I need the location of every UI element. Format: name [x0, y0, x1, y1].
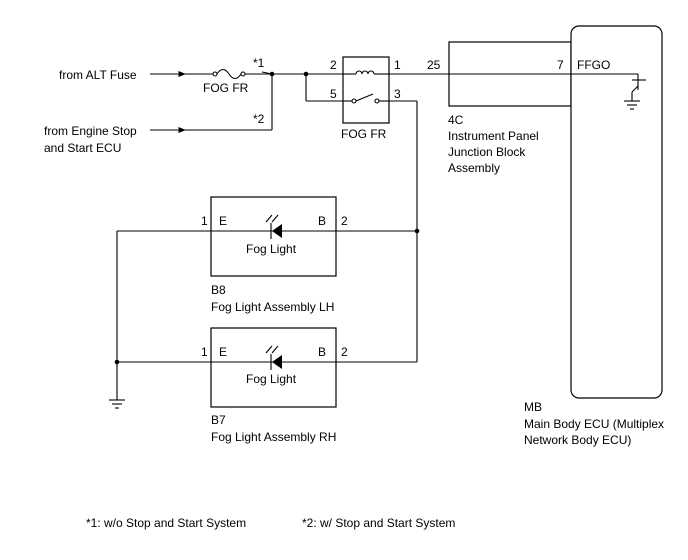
fog-lh-label: Fog Light: [246, 242, 297, 256]
fog-lh-led-icon: [265, 214, 282, 239]
fog-lh-name: Fog Light Assembly LH: [211, 300, 334, 314]
fog-rh-led-icon: [265, 345, 282, 370]
fog-lh-pin-e: E: [219, 214, 227, 228]
fog-rh-pin-e: E: [219, 345, 227, 359]
engine-stop-label-2: and Start ECU: [44, 141, 121, 155]
fog-rh-code: B7: [211, 413, 226, 427]
relay-label: FOG FR: [341, 127, 387, 141]
fuse-note-2: *2: [253, 112, 265, 126]
fog-light-lh: [210, 196, 337, 277]
fog-lh-pin-b-num: 2: [341, 214, 348, 228]
junction-code: 4C: [448, 113, 464, 127]
relay-pin-1: 1: [394, 58, 401, 72]
relay-pin-3: 3: [394, 87, 401, 101]
fog-lh-pin-b: B: [318, 214, 326, 228]
relay-pin-5: 5: [330, 87, 337, 101]
alt-fuse-label: from ALT Fuse: [59, 68, 137, 82]
fog-rh-pin-b: B: [318, 345, 326, 359]
relay-pin-2: 2: [330, 58, 337, 72]
ecu-signal: FFGO: [577, 58, 610, 72]
fog-rh-label: Fog Light: [246, 372, 297, 386]
splice-dot: [114, 359, 120, 365]
fog-fr-fuse: [186, 68, 350, 80]
junction-name-1: Instrument Panel: [448, 129, 539, 143]
fog-rh-name: Fog Light Assembly RH: [211, 430, 336, 444]
footnote-1: *1: w/o Stop and Start System: [86, 516, 246, 530]
ecu-pin: 7: [557, 58, 564, 72]
fog-lh-code: B8: [211, 283, 226, 297]
fog-rh-pin-b-num: 2: [341, 345, 348, 359]
relay-coil: [355, 70, 375, 75]
ecu-code: MB: [524, 400, 542, 414]
relay-switch-arm: [355, 93, 374, 102]
main-body-ecu: [570, 25, 663, 399]
junction-name-3: Assembly: [448, 161, 500, 175]
ecu-name-1: Main Body ECU (Multiplex: [524, 417, 664, 431]
footnote-2: *2: w/ Stop and Start System: [302, 516, 455, 530]
fuse-label: FOG FR: [203, 81, 249, 95]
fog-light-rh: [210, 327, 337, 408]
fog-lh-pin-e-num: 1: [201, 214, 208, 228]
fog-fr-relay: [342, 56, 390, 124]
fuse-note-1: *1: [253, 56, 265, 70]
ecu-transistor-icon: [621, 73, 646, 110]
junction-pin: 25: [427, 58, 441, 72]
fog-rh-pin-e-num: 1: [201, 345, 208, 359]
splice-dot: [269, 71, 275, 77]
engine-stop-label-1: from Engine Stop: [44, 124, 137, 138]
ground-icon: [109, 399, 125, 409]
ecu-name-2: Network Body ECU): [524, 433, 631, 447]
junction-name-2: Junction Block: [448, 145, 526, 159]
